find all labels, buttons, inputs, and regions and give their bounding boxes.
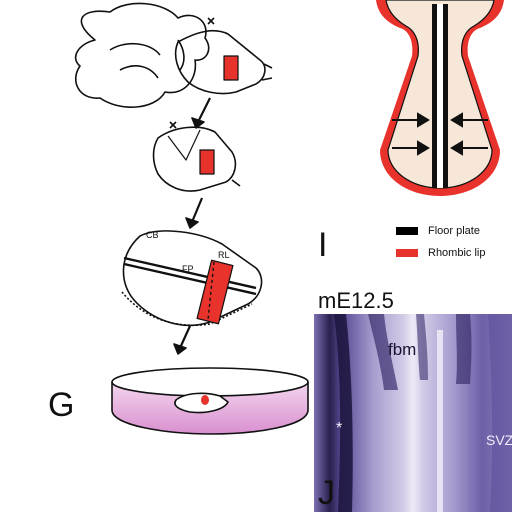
panel-i-schematic	[376, 0, 504, 196]
legend-item-rhombic-lip: Rhombic lip	[396, 244, 485, 262]
legend-label-floor-plate: Floor plate	[428, 225, 480, 237]
label-fbm: fbm	[388, 340, 417, 359]
legend-swatch-rhombic-lip	[396, 249, 418, 257]
hindbrain-piece-isolated	[152, 126, 237, 192]
legend-swatch-floor-plate	[396, 227, 418, 235]
hindbrain-piece-attached	[174, 29, 266, 95]
panel-g-dissection	[74, 2, 309, 435]
floor-plate-line	[123, 256, 257, 296]
stain-right-edge	[488, 314, 512, 512]
legend-label-rhombic-lip: Rhombic lip	[428, 247, 486, 259]
arrow-step-2	[190, 197, 204, 223]
panel-j-micrograph	[314, 314, 512, 512]
cut-marks-1	[207, 17, 273, 81]
explant-dashed-edge	[121, 291, 253, 326]
embryo-brain-outline	[74, 2, 210, 108]
panel-letter-g: G	[48, 386, 75, 424]
label-asterisk: *	[336, 420, 343, 437]
stain-band-mid	[416, 314, 428, 380]
midline	[437, 330, 443, 512]
legend: Floor plate Rhombic lip	[396, 222, 485, 266]
stain-dark-edge	[334, 314, 353, 512]
label-svz: SVZ	[486, 432, 512, 448]
label-cb: CB	[146, 230, 159, 240]
cut-marks-2	[169, 121, 241, 187]
arrow-step-1	[197, 97, 211, 123]
stage-label: mE12.5	[318, 288, 394, 313]
arrow-step-3	[178, 325, 192, 349]
legend-item-floor-plate: Floor plate	[396, 222, 485, 240]
label-rl: RL	[218, 250, 230, 260]
panel-letter-j: J	[318, 474, 335, 512]
migration-arrows	[392, 112, 488, 156]
rhombic-lip-strip-2	[199, 149, 215, 175]
stain-band-right	[456, 314, 472, 384]
culture-dish-rim	[111, 367, 309, 397]
flattened-explant	[122, 230, 263, 327]
embryo-brain-fold	[109, 39, 185, 79]
stain-band-left	[368, 314, 398, 390]
explant-in-dish	[174, 392, 229, 414]
rhombic-lip-strip-1	[223, 55, 239, 81]
label-fp: FP	[182, 264, 194, 274]
panel-letter-i: I	[318, 226, 328, 264]
rhombic-lip-strip-3	[196, 259, 234, 325]
